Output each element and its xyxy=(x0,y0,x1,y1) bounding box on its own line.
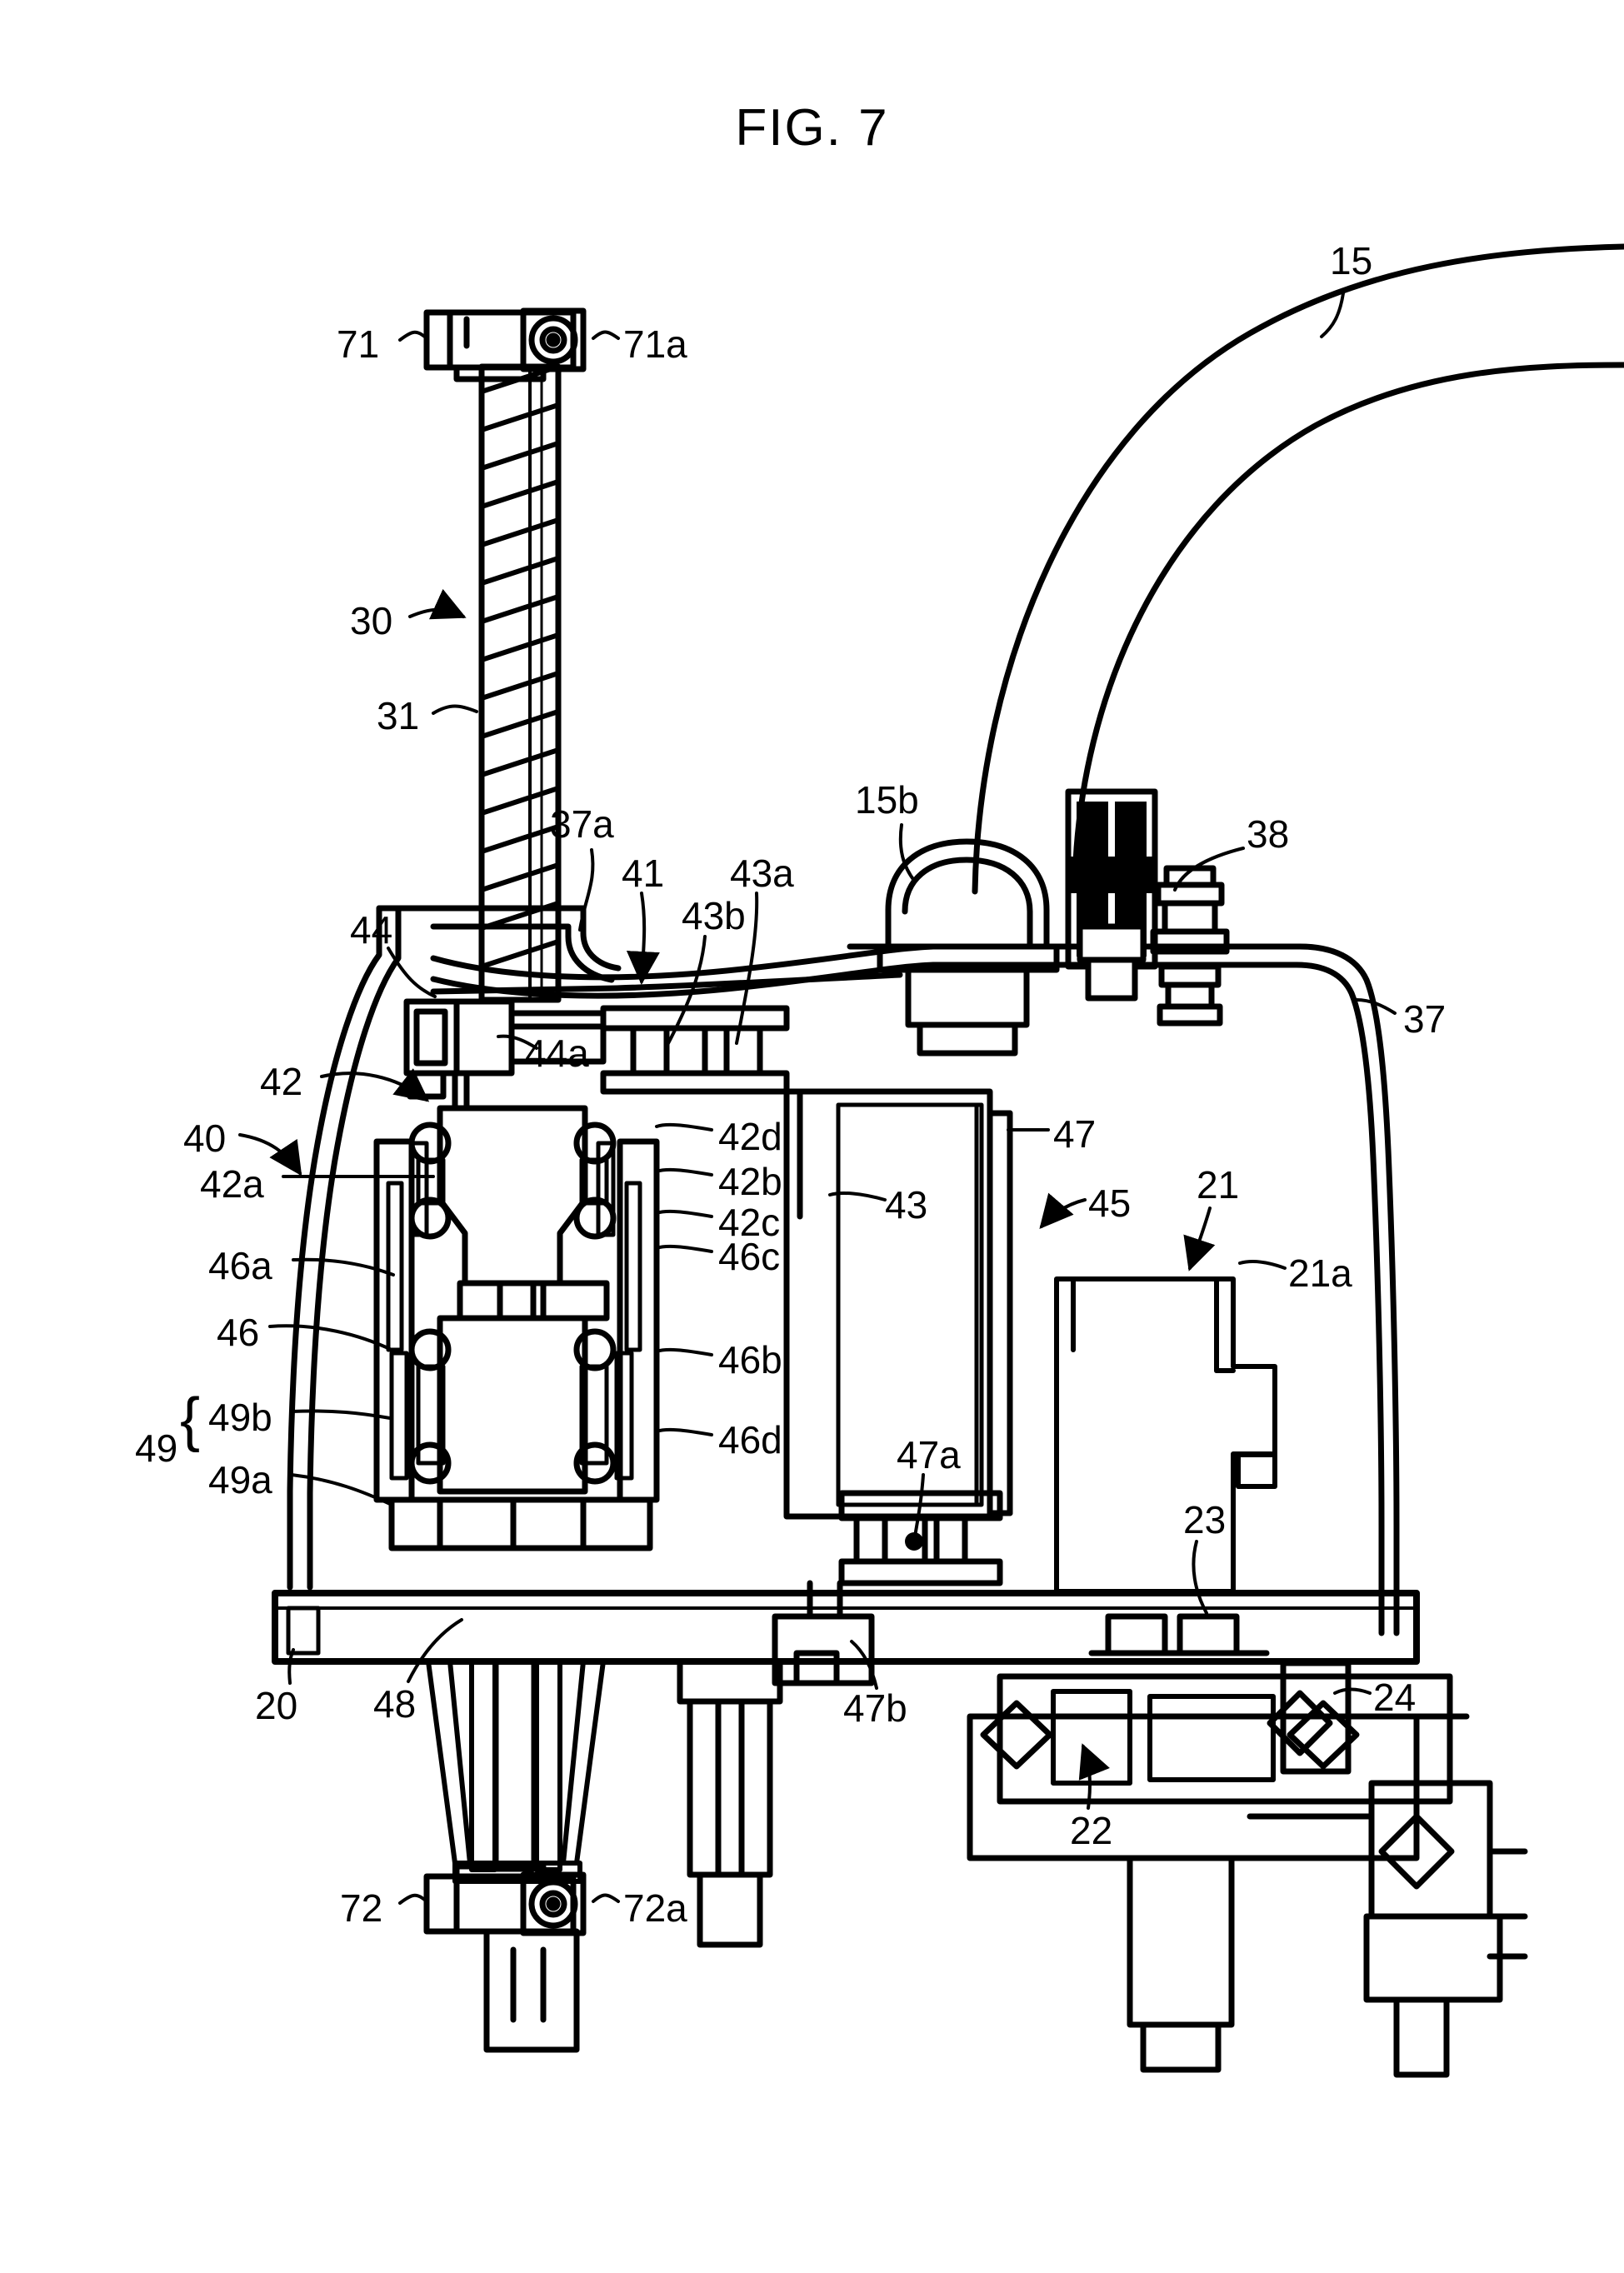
ref-label-43b: 43b xyxy=(682,894,746,937)
ref-label-49b: 49b xyxy=(208,1396,272,1439)
motor-upper-bearing-43a xyxy=(600,1005,790,1095)
lower-output-shaft xyxy=(483,1928,580,2053)
ref-label-48: 48 xyxy=(373,1682,417,1726)
fitting-38 xyxy=(1150,865,1230,1027)
valve-manifold-22 xyxy=(967,1673,1453,1861)
tube-15 xyxy=(972,243,1624,895)
ref-label-40: 40 xyxy=(183,1117,227,1160)
ref-label-47b: 47b xyxy=(843,1686,907,1730)
ref-label-37: 37 xyxy=(1403,997,1447,1041)
manifold-23 xyxy=(1088,1613,1270,1656)
ref-label-43: 43 xyxy=(885,1183,928,1226)
base-plate-20 xyxy=(272,1590,1420,1665)
ref-label-46c: 46c xyxy=(718,1235,781,1278)
ref-label-46a: 46a xyxy=(208,1244,272,1287)
ref-label-46: 46 xyxy=(217,1311,260,1354)
ref-label-49: 49 xyxy=(135,1426,178,1470)
ref-label-21: 21 xyxy=(1197,1163,1240,1206)
motor-lower-boss-47b xyxy=(772,1580,875,1686)
ref-label-30: 30 xyxy=(350,599,393,642)
ref-label-38: 38 xyxy=(1247,812,1290,856)
ref-label-31: 31 xyxy=(377,694,420,737)
ref-label-71a: 71a xyxy=(623,322,687,366)
ref-label-20: 20 xyxy=(255,1684,298,1727)
ref-label-44a: 44a xyxy=(525,1032,589,1075)
ref-label-46d: 46d xyxy=(718,1418,782,1461)
ref-label-43a: 43a xyxy=(730,852,794,895)
cover-flange-37a xyxy=(430,905,622,983)
aux-valve-lower-right xyxy=(1247,1780,1528,2078)
ref-label-71: 71 xyxy=(337,322,380,366)
leader-lines xyxy=(238,292,1397,1905)
ref-label-42: 42 xyxy=(260,1060,303,1103)
ballscrew-nut-assembly xyxy=(373,1105,660,1551)
ref-label-49-brace: { xyxy=(180,1386,201,1453)
ref-label-47: 47 xyxy=(1053,1112,1097,1156)
ref-label-15: 15 xyxy=(1330,239,1373,282)
ref-label-23: 23 xyxy=(1183,1498,1227,1541)
ref-label-24: 24 xyxy=(1373,1676,1417,1719)
ref-label-37a: 37a xyxy=(550,802,614,846)
screw-shaft-30 xyxy=(478,363,562,1003)
tube-coupling-15b xyxy=(847,838,1087,1057)
ref-label-72: 72 xyxy=(340,1886,383,1930)
ref-label-44: 44 xyxy=(350,908,393,952)
center-cylinder xyxy=(677,1658,783,1948)
upper-sensor-eye-71a xyxy=(520,307,587,372)
ref-label-15b: 15b xyxy=(855,778,919,822)
bracket-clamp xyxy=(1065,788,1158,1002)
tension-rods-48 xyxy=(426,1659,606,1884)
ref-label-46b: 46b xyxy=(718,1338,782,1381)
right-lower-column xyxy=(1127,1855,1235,2073)
ref-label-41: 41 xyxy=(622,852,665,895)
ref-label-42d: 42d xyxy=(718,1115,782,1158)
ref-label-49a: 49a xyxy=(208,1458,272,1501)
valve-block-21 xyxy=(1054,1276,1277,1594)
ref-label-47a: 47a xyxy=(897,1433,961,1476)
ref-label-45: 45 xyxy=(1088,1181,1132,1225)
ref-label-42a: 42a xyxy=(200,1162,264,1206)
ref-label-42c: 42c xyxy=(718,1201,781,1244)
ref-label-72a: 72a xyxy=(623,1886,687,1930)
top-plate-41 xyxy=(430,972,903,995)
figure-title: FIG. 7 xyxy=(735,99,889,157)
ref-label-21a: 21a xyxy=(1288,1251,1352,1295)
ref-label-42b: 42b xyxy=(718,1160,782,1203)
ref-label-22: 22 xyxy=(1070,1809,1113,1852)
